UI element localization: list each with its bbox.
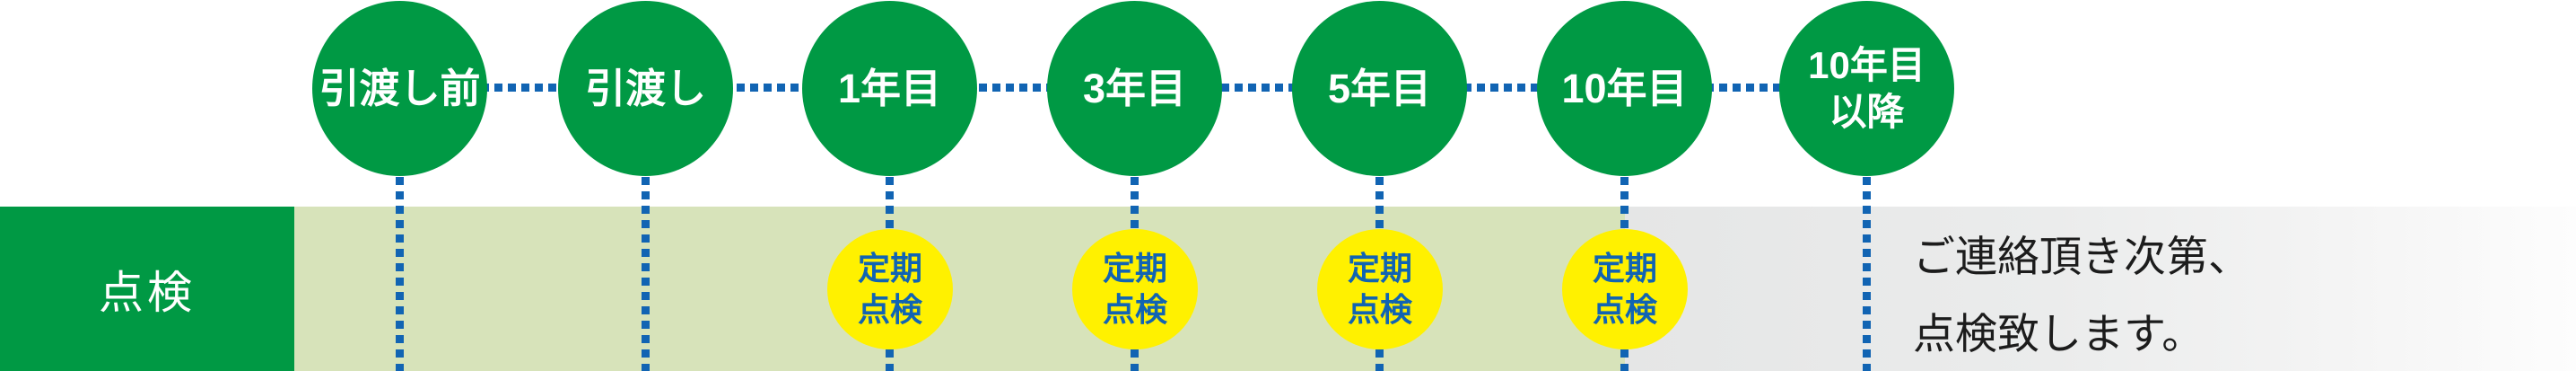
- milestone-circle-before-handover: 引渡し前: [312, 1, 487, 176]
- milestone-label-line2: 以降: [1829, 90, 1905, 133]
- periodic-inspection-badge-year1: 定期 点検: [827, 229, 953, 349]
- milestone-label-line1: 10年目: [1808, 44, 1925, 87]
- row-header-box: 点検: [0, 207, 294, 371]
- periodic-inspection-badge-year5: 定期 点検: [1317, 229, 1443, 349]
- contact-note-line2: 点検致します。: [1913, 310, 2205, 358]
- milestone-circle-year10: 10年目: [1537, 1, 1712, 176]
- badge-label-line2: 点検: [1347, 291, 1412, 328]
- milestone-label: 10年目: [1561, 65, 1688, 111]
- contact-note: ご連絡頂き次第、 点検致します。: [1913, 218, 2250, 371]
- milestone-label: 1年目: [837, 65, 942, 111]
- badge-label-line1: 定期: [857, 249, 922, 287]
- periodic-inspection-badge-year10: 定期 点検: [1562, 229, 1688, 349]
- milestone-circle-after-year10: 10年目 以降: [1779, 1, 1954, 176]
- milestone-circle-handover: 引渡し: [558, 1, 733, 176]
- badge-label-line2: 点検: [1592, 291, 1657, 328]
- contact-note-line1: ご連絡頂き次第、: [1913, 233, 2250, 280]
- vertical-dotted-line-before-handover: [396, 177, 404, 371]
- badge-label-line1: 定期: [1102, 249, 1167, 287]
- milestone-label: 3年目: [1082, 65, 1187, 111]
- badge-label-line2: 点検: [1102, 291, 1167, 328]
- row-header-label: 点検: [99, 267, 196, 318]
- milestone-circle-year5: 5年目: [1292, 1, 1467, 176]
- timeline-band-gray: [1625, 207, 2576, 371]
- badge-label-line2: 点検: [857, 291, 922, 328]
- vertical-dotted-line-handover: [642, 177, 650, 371]
- periodic-inspection-badge-year3: 定期 点検: [1072, 229, 1198, 349]
- vertical-dotted-line-after-year10: [1863, 177, 1871, 371]
- badge-label-line1: 定期: [1592, 249, 1657, 287]
- milestone-label: 5年目: [1327, 65, 1432, 111]
- badge-label-line1: 定期: [1347, 249, 1412, 287]
- milestone-label: 引渡し: [584, 65, 706, 111]
- milestone-circle-year3: 3年目: [1047, 1, 1222, 176]
- milestone-label: 引渡し前: [319, 65, 481, 111]
- milestone-circle-year1: 1年目: [802, 1, 977, 176]
